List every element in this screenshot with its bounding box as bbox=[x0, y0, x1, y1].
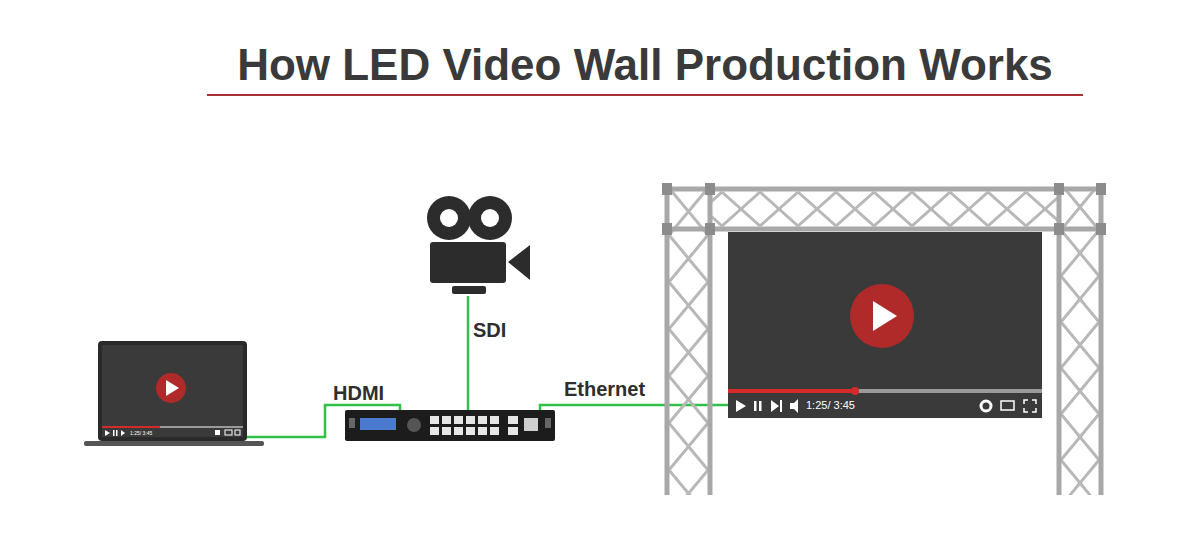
laptop bbox=[84, 341, 264, 446]
signal-label: Ethernet bbox=[564, 378, 645, 401]
signal-label: HDMI bbox=[333, 382, 384, 405]
title: How LED Video Wall Production Works bbox=[237, 40, 1053, 90]
truss bbox=[662, 183, 1106, 495]
player-time: 1:25/ 3:45 bbox=[806, 399, 855, 411]
camera-icon bbox=[427, 196, 530, 294]
title-underline bbox=[207, 94, 1083, 96]
signal-label: SDI bbox=[473, 319, 506, 342]
led-screen bbox=[728, 232, 1042, 418]
video-processor bbox=[345, 410, 555, 441]
player-time: 1:25/ 3:45 bbox=[130, 430, 152, 436]
